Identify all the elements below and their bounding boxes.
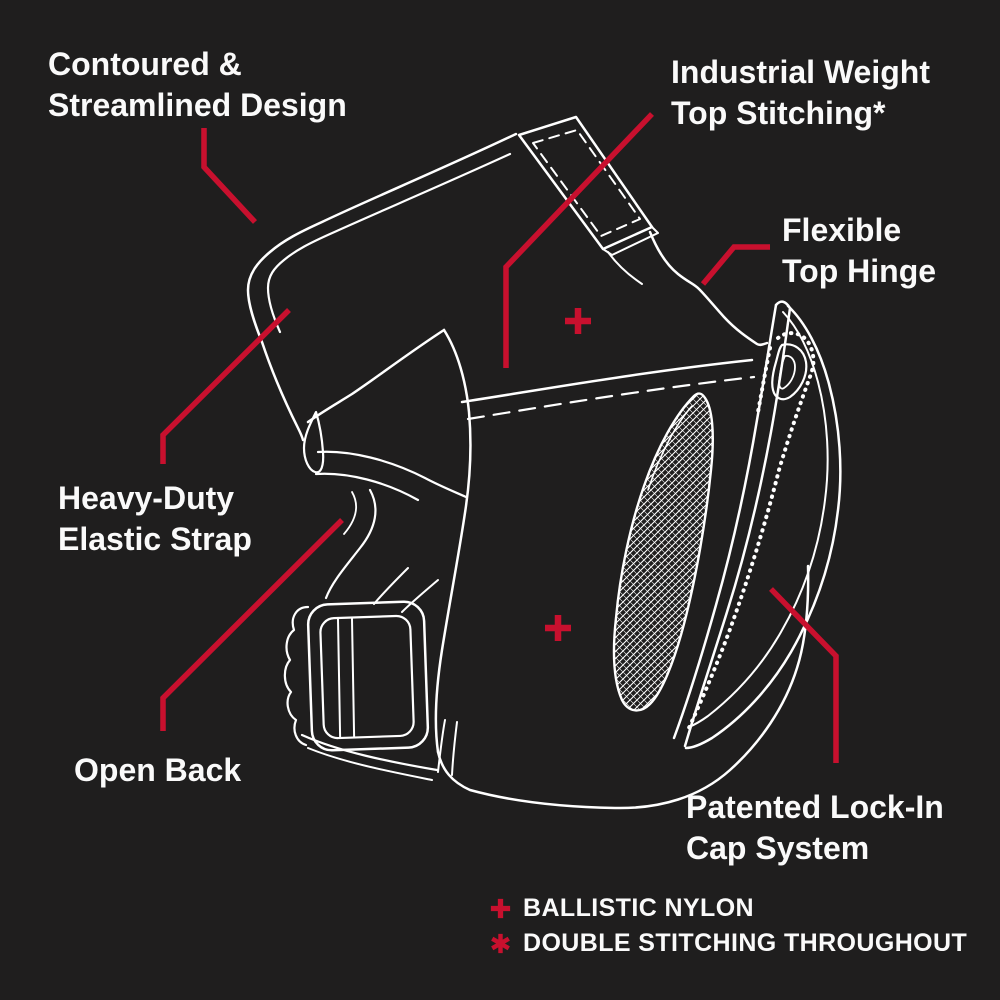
hinge-strip [672,300,816,748]
leader-contoured-design [201,128,258,224]
back-straps [314,450,468,600]
lock-in-cap [684,304,842,750]
plus-marker-bottom [545,615,571,641]
legend-item-double-stitching: DOUBLE STITCHING THROUGHOUT [488,928,967,958]
label-top-hinge: Flexible Top Hinge [782,210,936,292]
velcro-tab [517,115,659,256]
tab-stitching-dashed [532,129,641,237]
label-line: Open Back [74,752,242,788]
label-line: Elastic Strap [58,521,252,557]
plus-markers [545,308,591,641]
leader-top-stitching [503,112,654,368]
top-stitch-seam-dashed [466,375,756,421]
label-line: Heavy-Duty [58,480,235,516]
legend-item-ballistic-nylon: BALLISTIC NYLON [488,893,967,923]
leader-open-back [160,518,344,731]
strap-end-fold [302,410,325,474]
label-line: Contoured & [48,46,242,82]
plus-marker-top [565,308,591,334]
body-bottom-sweep [436,564,810,810]
label-top-stitching: Industrial Weight Top Stitching* [671,52,930,134]
serrated-stitching [686,331,816,732]
label-contoured-design: Contoured & Streamlined Design [48,44,347,126]
label-elastic-strap: Heavy-Duty Elastic Strap [58,478,252,560]
leader-top-hinge [700,244,770,286]
label-line: Industrial Weight [671,54,930,90]
leader-cap-system [769,587,839,763]
strap-buckle [283,567,458,781]
label-line: Flexible [782,212,902,248]
strap-right-edge [648,230,769,347]
leader-lines [160,112,839,763]
label-line: Streamlined Design [48,87,347,123]
asterisk-icon [491,933,510,953]
kneepad-body [434,328,810,810]
label-line: Cap System [686,830,870,866]
loose-strap-end [283,605,310,747]
mesh-panel [612,392,714,712]
label-cap-system: Patented Lock-In Cap System [686,787,944,869]
legend-text: DOUBLE STITCHING THROUGHOUT [523,928,968,957]
label-line: Top Hinge [782,253,937,289]
label-open-back: Open Back [74,750,241,791]
leader-elastic-strap [160,308,291,464]
footnote-legend: BALLISTIC NYLON DOUBLE STITCHING THROUGH… [488,893,967,963]
plus-icon [490,898,511,918]
elastic-strap-band [246,132,769,474]
open-back-s-curve [324,488,377,600]
top-stitch-seam [460,358,754,404]
legend-text: BALLISTIC NYLON [523,893,754,922]
label-line: Top Stitching* [671,95,886,131]
body-left-edge [434,328,472,754]
hinge-loop [771,343,808,401]
label-line: Patented Lock-In [686,789,944,825]
